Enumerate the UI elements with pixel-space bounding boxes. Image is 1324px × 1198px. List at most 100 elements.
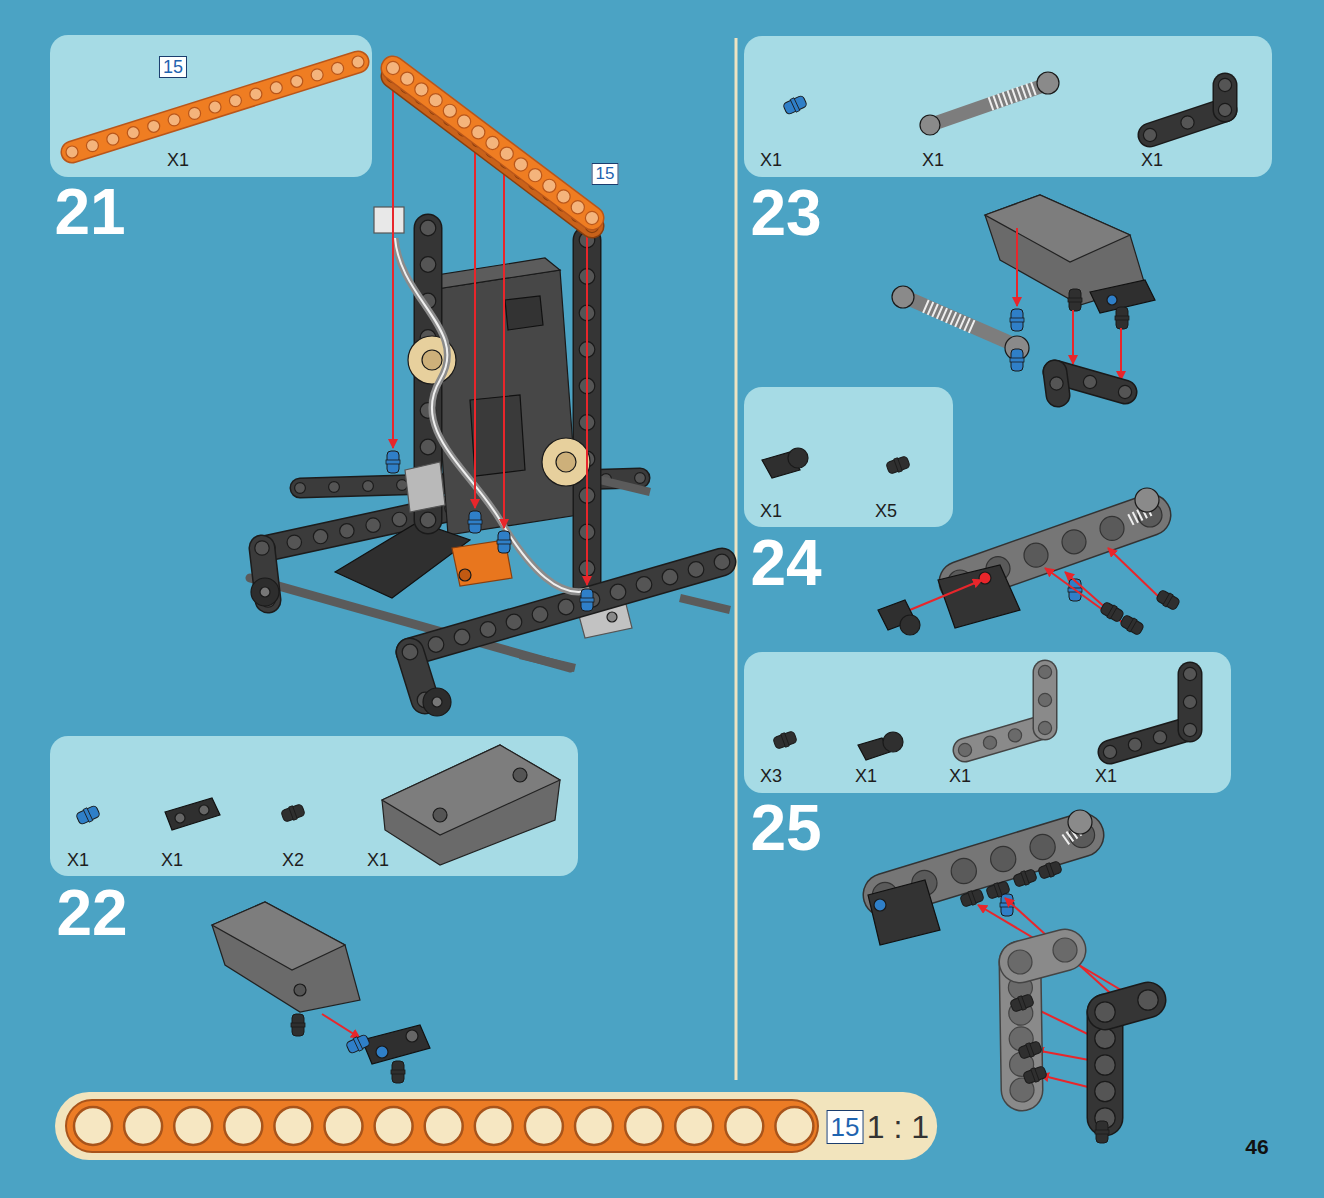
- beam-edge: [1110, 730, 1185, 752]
- pin-body: [1023, 1066, 1048, 1085]
- beam-edge: [393, 68, 592, 218]
- pin-body: [1001, 894, 1013, 916]
- panel-shell-top: [382, 745, 560, 835]
- pin: [1012, 868, 1037, 889]
- pin-collar: [1031, 1068, 1040, 1083]
- beam-hole: [1008, 729, 1021, 742]
- beam-hole: [454, 629, 470, 645]
- pin-body: [1011, 349, 1023, 371]
- step-number: 25: [750, 796, 821, 860]
- beam-hole: [107, 133, 119, 145]
- beam-hole: [229, 95, 241, 107]
- pin-body: [75, 805, 100, 825]
- assembly-arrow: [1120, 328, 1122, 380]
- beam-hole: [127, 127, 139, 139]
- panels: [50, 35, 1272, 1160]
- pin: [1099, 600, 1125, 623]
- pin: [772, 730, 797, 751]
- beam-edge: [1033, 672, 1058, 728]
- motor-detail: [505, 296, 543, 330]
- ruler-hole: [725, 1107, 763, 1145]
- beam-hole: [363, 481, 374, 492]
- pin-body: [773, 731, 798, 750]
- shock-rod: [930, 85, 1045, 125]
- length-callout: 15: [827, 1110, 864, 1144]
- part-round: [199, 805, 209, 815]
- beam-hole: [1095, 1002, 1115, 1022]
- parts-list-panel: X1X5: [744, 387, 953, 527]
- pin-collar: [1026, 1043, 1035, 1058]
- cross-block: [868, 880, 940, 945]
- cross-block: [362, 1025, 430, 1064]
- gear: [542, 438, 590, 486]
- assembly-arrow: [503, 160, 505, 528]
- pin: [1017, 1040, 1042, 1061]
- pin-body: [1038, 861, 1063, 880]
- beam-hole: [529, 169, 542, 182]
- pin: [782, 94, 808, 116]
- part-round: [979, 572, 991, 584]
- ruler-hole: [575, 1107, 613, 1145]
- connector-end: [788, 448, 808, 468]
- pin: [580, 589, 594, 611]
- pin: [386, 451, 400, 473]
- beam-hole: [1138, 990, 1158, 1010]
- step-number: 23: [750, 181, 821, 245]
- shock-end: [1068, 810, 1092, 834]
- beam-hole: [429, 94, 442, 107]
- part-quantity: X1: [161, 850, 183, 870]
- beam-hole: [1095, 1055, 1115, 1075]
- pin-body: [1155, 589, 1180, 610]
- shock-end: [1037, 72, 1059, 94]
- beam-hole: [402, 644, 418, 660]
- ruler-hole: [124, 1107, 162, 1145]
- beam-hole: [1218, 103, 1231, 116]
- assembly-arrow: [1108, 548, 1160, 598]
- pin: [1155, 588, 1181, 611]
- ruler-beam: [66, 1100, 818, 1152]
- axle: [600, 480, 650, 492]
- beam-hole: [1153, 731, 1166, 744]
- part-quantity: X5: [875, 501, 897, 521]
- pin: [1068, 289, 1082, 311]
- gear-hub: [422, 350, 442, 370]
- connector-hole: [607, 612, 617, 622]
- gear-hub: [556, 452, 576, 472]
- part-quantity: X1: [855, 766, 877, 786]
- beam-hole: [662, 569, 678, 585]
- pin-body: [498, 531, 510, 553]
- pin-body: [292, 1014, 304, 1036]
- parts-panel: [744, 652, 1231, 793]
- wire-highlight: [395, 238, 590, 592]
- beam-hole: [168, 114, 180, 126]
- beam-hole: [291, 75, 303, 87]
- part-round: [874, 899, 886, 911]
- beam-hole: [340, 524, 354, 538]
- pin: [1119, 613, 1145, 636]
- pin-collar: [1107, 605, 1117, 619]
- beam-body: [1179, 674, 1201, 730]
- scale-ratio: 1 : 1: [867, 1109, 929, 1145]
- pin-collar: [353, 1037, 363, 1051]
- beam-hole: [558, 599, 574, 615]
- pin-body: [392, 1061, 404, 1083]
- beam-hole: [514, 158, 527, 171]
- shock-rod: [905, 297, 1015, 345]
- pin: [959, 888, 984, 909]
- part-round: [1107, 295, 1117, 305]
- beam-hole: [1183, 723, 1196, 736]
- assembly-arrow: [905, 580, 982, 612]
- axle: [520, 655, 575, 668]
- part-quantity: X3: [760, 766, 782, 786]
- pin-collar: [1010, 318, 1024, 322]
- pin-body: [1116, 307, 1128, 329]
- beam-hole: [443, 104, 456, 117]
- beam-hole: [688, 562, 704, 578]
- pin-body: [1096, 1121, 1108, 1143]
- beam-hole: [1008, 950, 1032, 974]
- beam-hole: [636, 577, 652, 593]
- beam-hole: [255, 541, 269, 555]
- part-quantity: X1: [367, 850, 389, 870]
- beam-hole: [295, 483, 306, 494]
